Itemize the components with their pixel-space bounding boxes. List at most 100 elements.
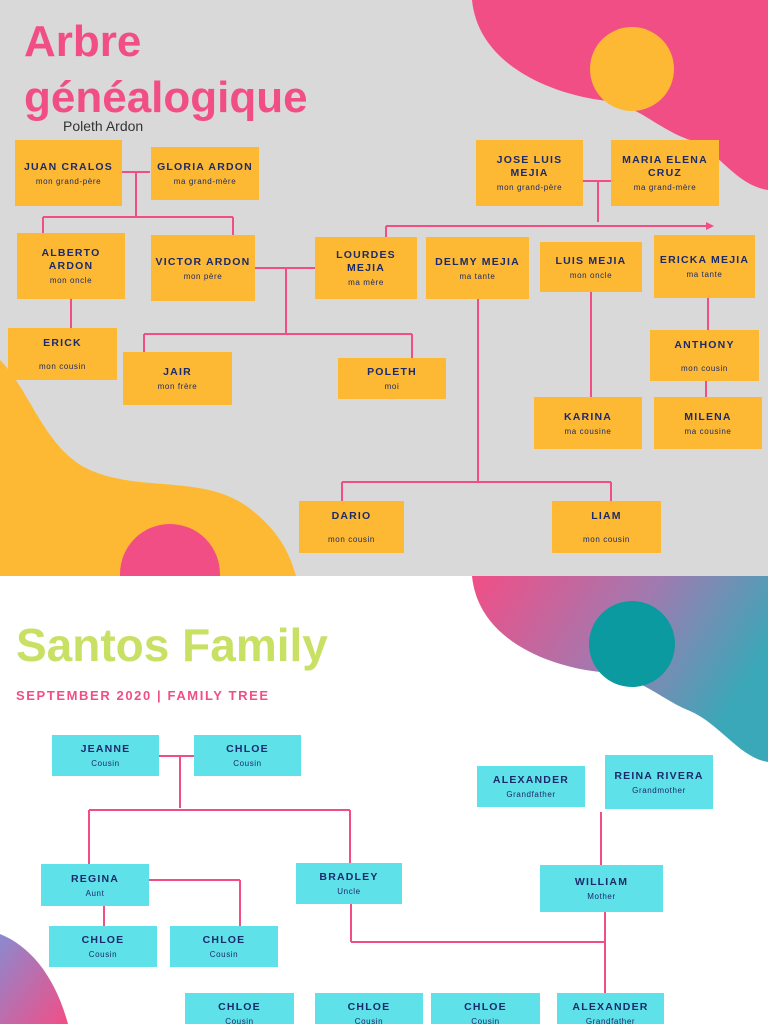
person-box-milena: MILENA ma cousine: [654, 397, 762, 449]
person-name: LOURDES MEJIA: [336, 249, 396, 274]
person-name: LIAM: [591, 510, 622, 522]
person-name: MILENA: [684, 410, 732, 423]
arrow-head: [706, 222, 714, 230]
person-name: GLORIA ARDON: [157, 161, 253, 173]
person-role: Cousin: [225, 1017, 254, 1024]
person-name: DARIO: [331, 510, 372, 522]
person-role: mon grand-père: [35, 176, 102, 186]
person-role: mon oncle: [569, 270, 613, 280]
person-name: CHLOE: [202, 934, 246, 946]
person-role: moi: [384, 382, 400, 391]
tree-author: Poleth Ardon: [63, 118, 144, 134]
person-role: ma mère: [348, 278, 384, 287]
person-name: CHLOE: [464, 1001, 507, 1013]
yellow-circle-top-right: [590, 27, 674, 111]
person-role: ma grand-mère: [633, 183, 697, 192]
person-name: ALBERTO ARDON: [41, 247, 101, 272]
person-role: mon cousin: [39, 362, 86, 371]
person-name: JOSE LUIS MEJIA: [496, 154, 563, 179]
person-box-victor: VICTOR ARDON mon père: [151, 235, 255, 301]
person-name: ALEXANDER: [572, 1001, 649, 1013]
person-role: mon cousin: [328, 535, 375, 544]
person-box-chloe-c: CHLOE Cousin: [185, 993, 294, 1024]
person-box-dario: DARIO mon cousin: [299, 501, 404, 553]
yellow-blob-bottom-left: [0, 360, 296, 576]
decorative-background: [0, 576, 768, 1024]
person-role: mon grand-père: [496, 183, 563, 192]
santos-family-tree-panel: Santos Family SEPTEMBER 2020 | FAMILY TR…: [0, 576, 768, 1024]
connector-lines: [88, 755, 606, 993]
person-box-delmy: DELMY MEJIA ma tante: [426, 237, 529, 299]
gradient-blob-bottom-left: [0, 934, 68, 1024]
person-role: Cousin: [88, 950, 118, 959]
person-role: mon frère: [157, 382, 198, 391]
french-family-tree-panel: Arbre généalogique Poleth Ardon: [0, 0, 768, 576]
person-box-lourdes: LOURDES MEJIA ma mère: [315, 237, 417, 299]
person-box-jose: JOSE LUIS MEJIA mon grand-père: [476, 140, 583, 206]
person-role: mon cousin: [583, 535, 630, 544]
person-role: Cousin: [471, 1017, 500, 1024]
person-name: REINA RIVERA: [614, 769, 704, 782]
person-name: POLETH: [367, 366, 417, 378]
person-role: mon père: [183, 271, 223, 281]
person-name: CHLOE: [218, 1001, 261, 1013]
person-name: MARIA ELENA CRUZ: [622, 154, 708, 179]
person-name: BRADLEY: [319, 871, 379, 883]
person-role: mon cousin: [681, 363, 728, 373]
person-box-chloe-e: CHLOE Cousin: [431, 993, 540, 1024]
person-box-luis: LUIS MEJIA mon oncle: [540, 242, 642, 292]
person-box-gloria: GLORIA ARDON ma grand-mère: [151, 147, 259, 200]
person-box-chloe-a: CHLOE Cousin: [49, 926, 157, 967]
person-box-regina: REGINA Aunt: [41, 864, 149, 906]
person-box-reina: REINA RIVERA Grandmother: [605, 755, 713, 809]
person-role: ma cousine: [684, 426, 732, 436]
person-role: Cousin: [209, 950, 239, 959]
person-name: WILLIAM: [574, 876, 629, 888]
person-role: ma tante: [686, 270, 723, 279]
person-box-maria: MARIA ELENA CRUZ ma grand-mère: [611, 140, 719, 206]
person-role: Cousin: [233, 759, 262, 768]
person-name: REGINA: [70, 872, 120, 885]
person-role: ma tante: [459, 271, 496, 281]
pink-circle-bottom-left: [120, 524, 220, 576]
person-role: Cousin: [91, 759, 120, 768]
person-role: Aunt: [85, 888, 105, 898]
person-role: ma grand-mère: [173, 177, 237, 186]
teal-circle-top-right: [589, 601, 675, 687]
person-name: ERICK: [43, 337, 82, 349]
person-name: KARINA: [563, 410, 613, 423]
person-box-chloe-b: CHLOE Cousin: [170, 926, 278, 967]
person-box-alexander-bottom: ALEXANDER Grandfather: [557, 993, 664, 1024]
tree-title: Arbre généalogique: [24, 17, 308, 122]
person-box-alberto: ALBERTO ARDON mon oncle: [17, 233, 125, 299]
person-box-alexander-grandfather: ALEXANDER Grandfather: [477, 766, 585, 807]
connector-lines: [42, 171, 714, 501]
person-box-poleth: POLETH moi: [338, 358, 446, 399]
person-role: Grandfather: [506, 790, 556, 799]
person-name: VICTOR ARDON: [155, 255, 251, 268]
family-subtitle: SEPTEMBER 2020 | FAMILY TREE: [16, 688, 270, 703]
person-name: JUAN CRALOS: [23, 160, 114, 173]
person-name: ALEXANDER: [492, 774, 570, 786]
person-role: Grandmother: [632, 785, 686, 795]
person-name: DELMY MEJIA: [435, 255, 520, 268]
person-name: LUIS MEJIA: [555, 254, 627, 267]
person-box-karina: KARINA ma cousine: [534, 397, 642, 449]
person-name: CHLOE: [347, 1001, 391, 1013]
person-role: ma cousine: [564, 426, 612, 436]
person-box-erick: ERICK mon cousin: [8, 328, 117, 380]
decorative-background: [0, 0, 768, 576]
person-role: Grandfather: [585, 1017, 636, 1024]
person-box-juan: JUAN CRALOS mon grand-père: [15, 140, 122, 206]
person-role: mon oncle: [49, 276, 93, 285]
family-title: Santos Family: [16, 619, 328, 671]
person-name: CHLOE: [81, 934, 125, 946]
